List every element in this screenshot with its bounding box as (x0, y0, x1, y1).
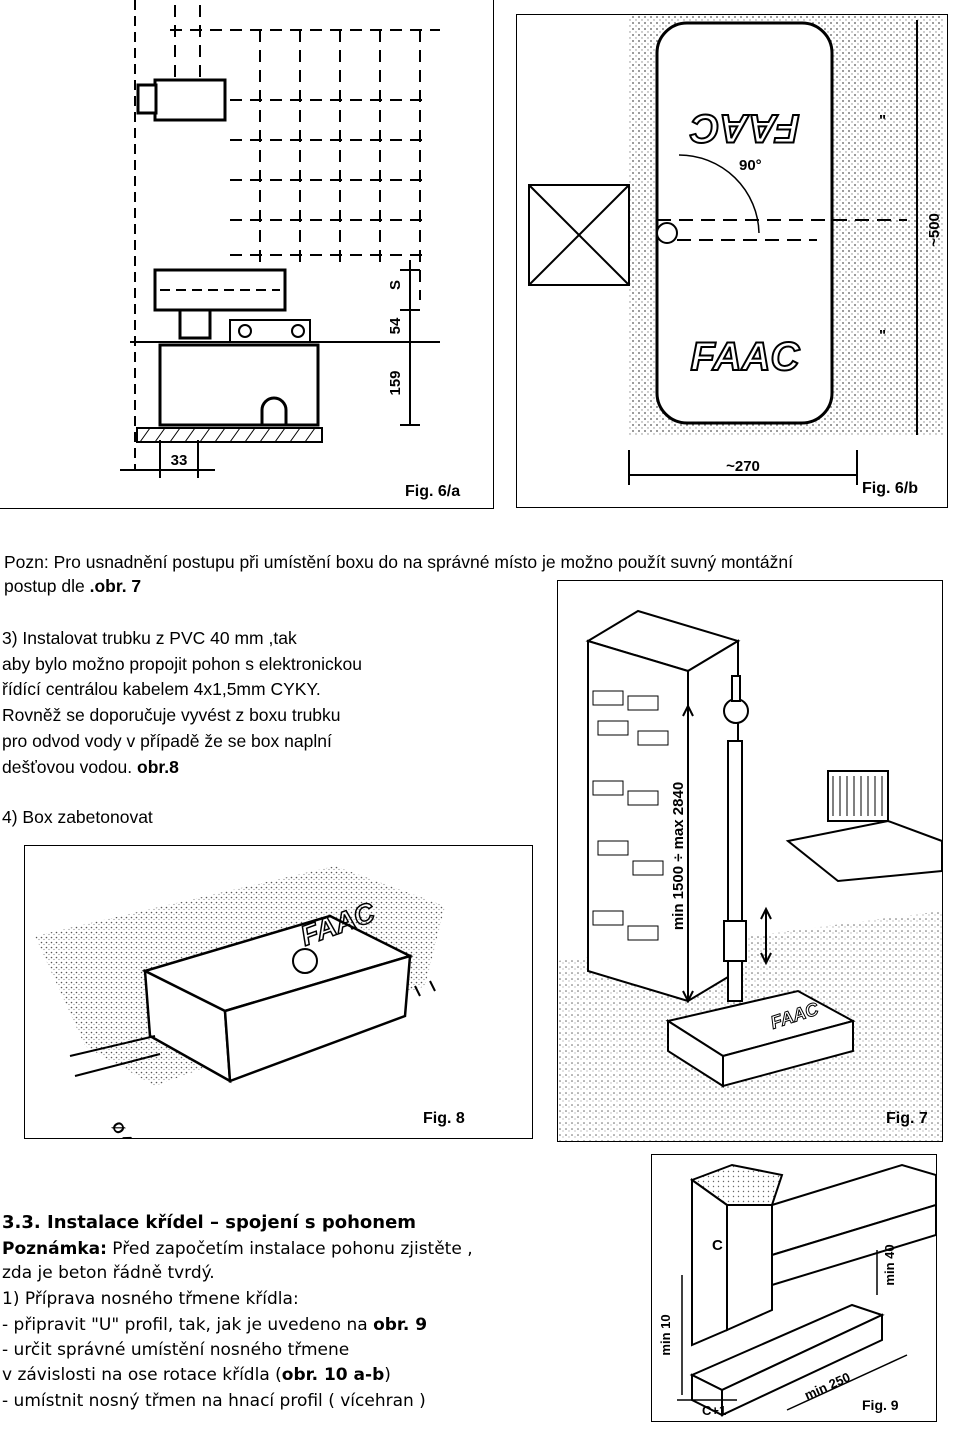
dim-height: min 1500 ÷ max 2840 (670, 782, 687, 930)
figure-6b-label: Fig. 6/b (862, 480, 918, 497)
figure-7-drawing: FAAC min 1500 ÷ max 2840 (558, 609, 942, 1141)
prep-line: 1) Příprava nosného třmene křídla: (2, 1289, 299, 1309)
note-para-1: Poznámka: Před započetím instalace pohon… (2, 1237, 473, 1261)
figure-7-label: Fig. 7 (886, 1110, 928, 1127)
bullet-1-ref: obr. 9 (373, 1315, 428, 1335)
figure-7: FAAC min 1500 ÷ max 2840 Fig. 7 (557, 580, 943, 1142)
step3-line-6-text: dešťovou vodou. (2, 757, 137, 777)
dim-90: 90° (739, 157, 762, 174)
note-line-2-text: postup dle (4, 576, 90, 596)
figure-6a-label: Fig. 6/a (405, 483, 461, 500)
bullet-3-ref: obr. 10 a-b (281, 1365, 385, 1385)
dim-159: 159 (387, 370, 404, 395)
dim-500: ~500 (926, 213, 943, 247)
dim-s: S (387, 280, 404, 290)
bullet-1: - připravit "U" profil, tak, jak je uved… (2, 1313, 427, 1337)
figure-6b: 90° FAAC FAAC ~500 ~270 " " Fig. 6/b (516, 14, 948, 508)
note-para-2: zda je beton řádně tvrdý. (2, 1263, 215, 1283)
step3-line-1: 3) Instalovat trubku z PVC 40 mm ,tak (2, 628, 297, 648)
figure-6a-drawing: S 54 159 33 (120, 0, 440, 478)
figure-9-drawing: C C+1 min 10 min 40 min 250 (658, 1163, 936, 1418)
note-text: Před započetím instalace pohonu zjistěte… (106, 1239, 473, 1259)
figure-8: FAAC Ø 40 Fig. 8 (24, 845, 533, 1139)
step3-line-5: pro odvod vody v případě že se box napln… (2, 731, 332, 751)
figure-8-label: Fig. 8 (423, 1110, 465, 1127)
step3-line-6: dešťovou vodou. obr.8 (2, 755, 179, 779)
note-line-2-ref: .obr. 7 (89, 576, 142, 596)
dim-270: ~270 (726, 458, 760, 475)
step3-line-4: Rovněž se doporučuje vyvést z boxu trubk… (2, 705, 341, 725)
note-line-2: postup dle .obr. 7 (4, 574, 141, 598)
step3-line-3: řídící centrálou kabelem 4x1,5mm CYKY. (2, 679, 321, 699)
dim-min10: min 10 (658, 1314, 673, 1355)
figure-8-drawing: FAAC Ø 40 (35, 866, 445, 1138)
faac-logo-top: FAAC (689, 106, 799, 150)
dim-c1: C+1 (702, 1403, 726, 1418)
bullet-4: - umístnit nosný třmen na hnací profil (… (2, 1391, 426, 1411)
bullet-2: - určit správné umístění nosného třmene (2, 1340, 350, 1360)
tick-bottom: " (879, 327, 886, 344)
figure-6a: S 54 159 33 Fig. 6/a (0, 0, 494, 509)
bullet-3: v závislosti na ose rotace křídla (obr. … (2, 1363, 391, 1387)
dim-54: 54 (387, 317, 404, 334)
dim-pipe: Ø 40 (108, 1119, 141, 1138)
tick-top: " (879, 112, 886, 129)
step4-text: 4) Box zabetonovat (2, 807, 153, 827)
dim-c: C (712, 1237, 723, 1254)
step3-line-2: aby bylo možno propojit pohon s elektron… (2, 654, 362, 674)
section-title: 3.3. Instalace křídel – spojení s pohone… (2, 1212, 417, 1233)
figure-6b-drawing: 90° FAAC FAAC ~500 ~270 " " (528, 15, 944, 485)
bullet-3-close: ) (384, 1365, 391, 1385)
figure-9: C C+1 min 10 min 40 min 250 Fig. 9 (651, 1154, 937, 1422)
step3-line-6-ref: obr.8 (137, 757, 179, 777)
bullet-3-text: v závislosti na ose rotace křídla ( (2, 1365, 282, 1385)
figure-9-label: Fig. 9 (862, 1397, 899, 1413)
note-label: Poznámka: (2, 1239, 107, 1259)
faac-logo-bottom: FAAC (691, 335, 801, 379)
bullet-1-text: - připravit "U" profil, tak, jak je uved… (2, 1315, 374, 1335)
dim-min40: min 40 (882, 1244, 897, 1285)
note-line-1: Pozn: Pro usnadnění postupu při umístění… (4, 552, 793, 572)
dim-33: 33 (171, 452, 188, 469)
